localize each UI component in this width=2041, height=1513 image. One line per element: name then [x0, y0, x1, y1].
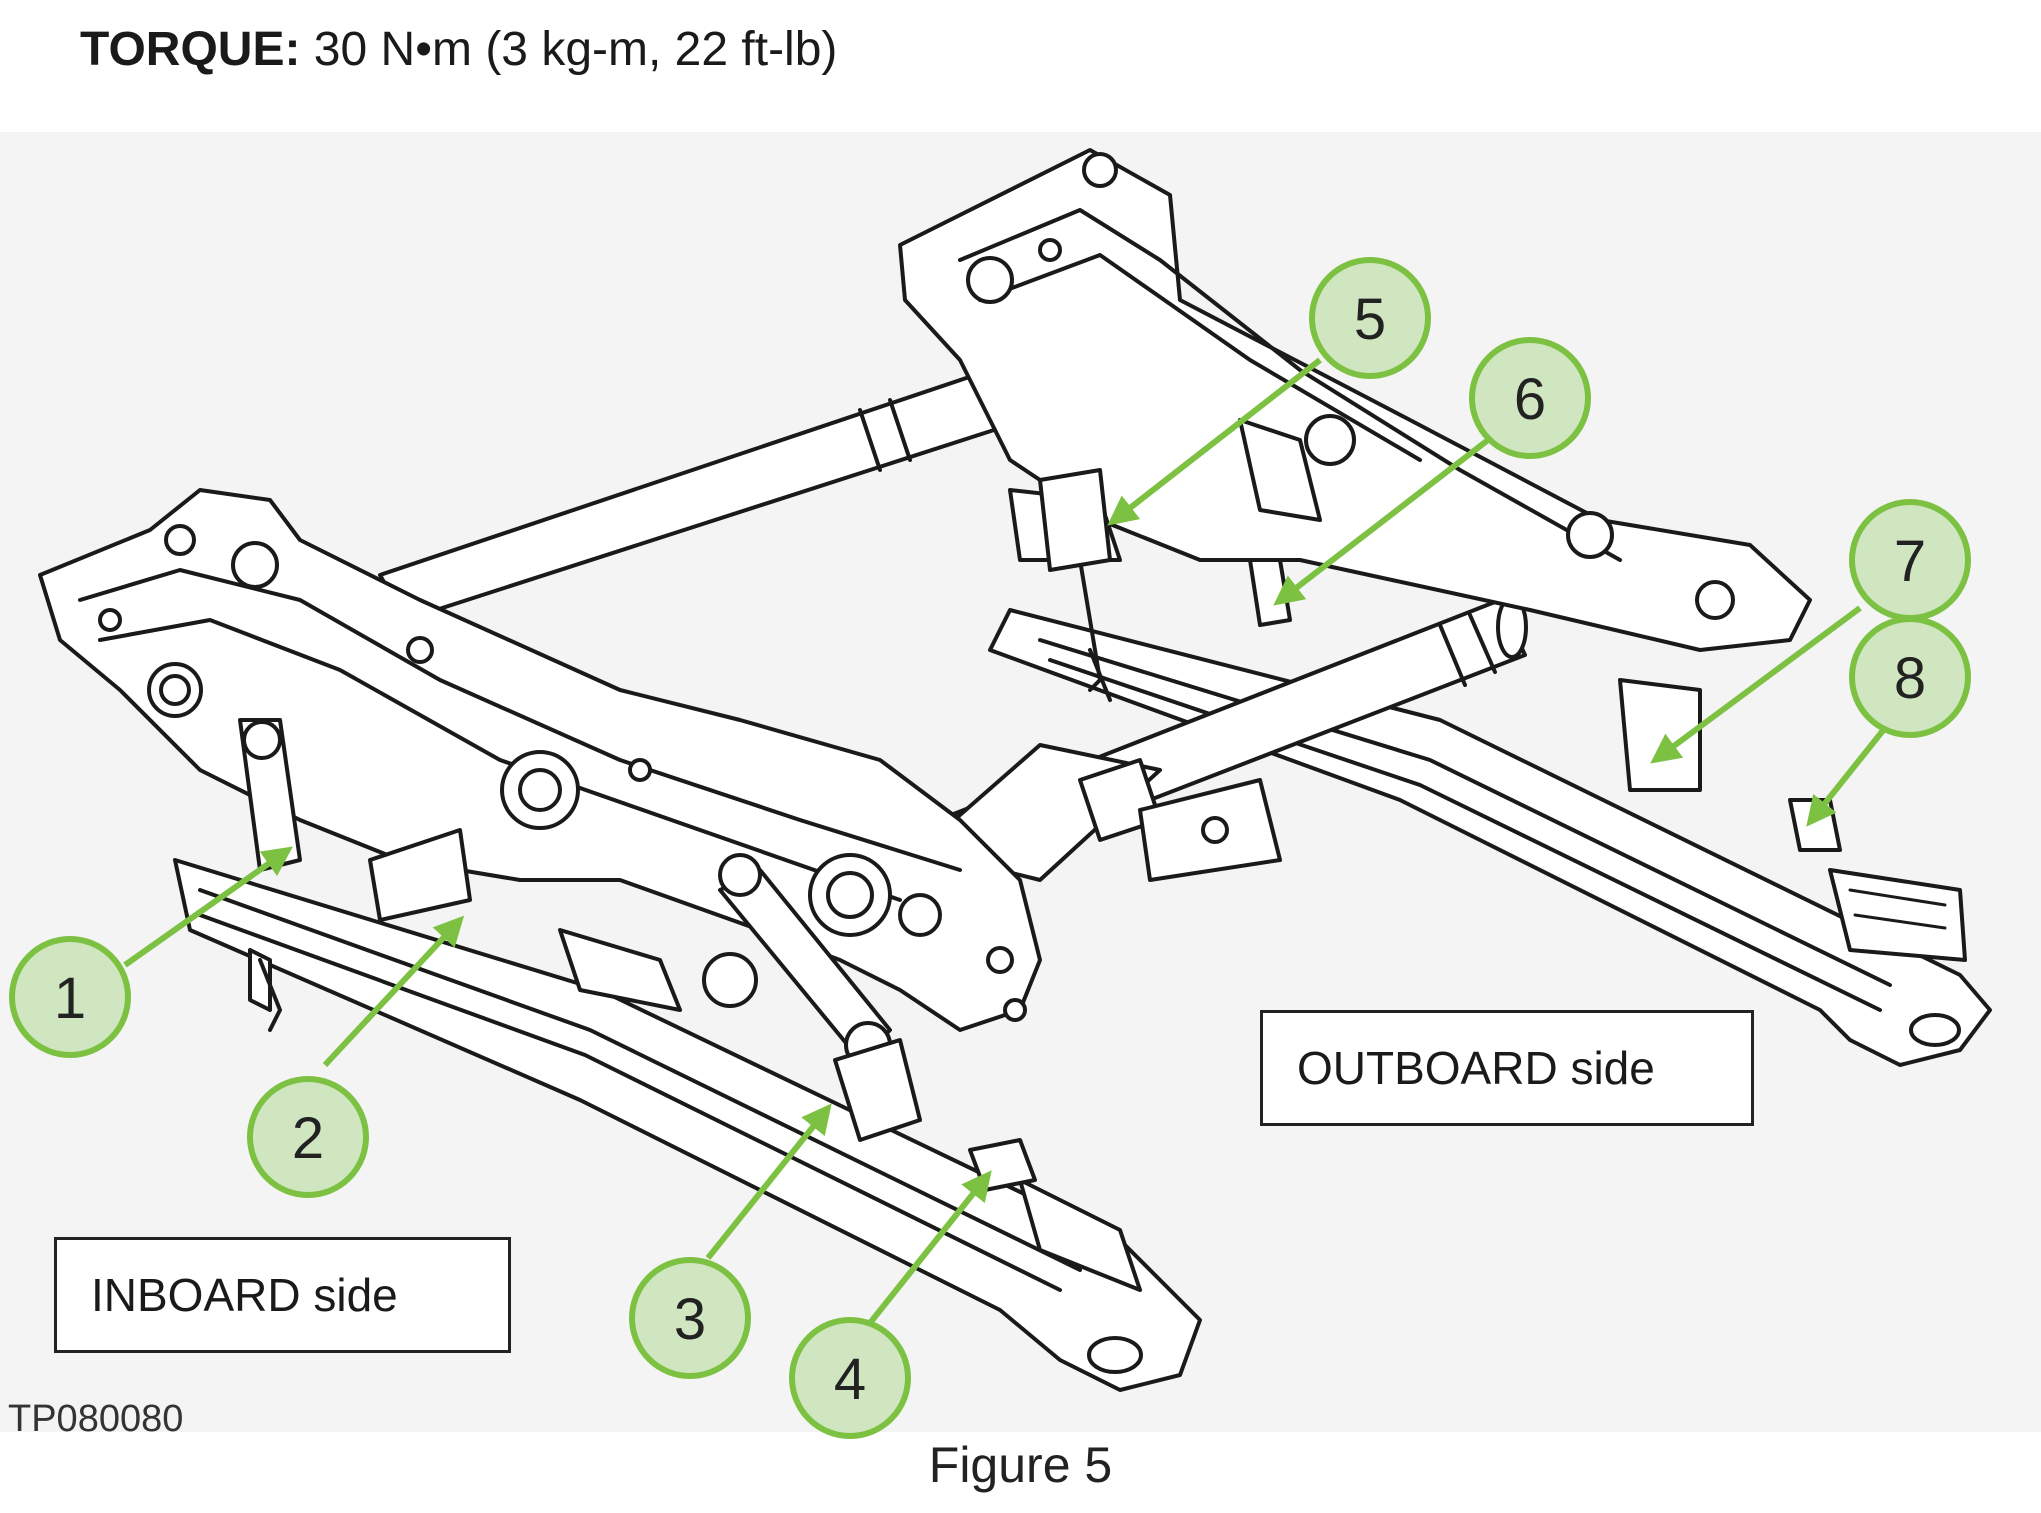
callout-1: 1 [9, 846, 293, 1058]
inboard-side-frame [38, 488, 1042, 1032]
inboard-side-label: INBOARD side [54, 1237, 511, 1353]
callout-2-number: 2 [292, 1106, 324, 1171]
torque-label: TORQUE: [80, 23, 301, 76]
callout-4-number: 4 [834, 1347, 866, 1412]
callout-3: 3 [629, 1103, 832, 1379]
callout-5: 5 [1107, 257, 1431, 526]
torque-spec: TORQUE: 30 N•m (3 kg-m, 22 ft-lb) [80, 18, 837, 82]
outboard-side-frame [898, 148, 1812, 692]
inboard-rail [173, 858, 1202, 1392]
callout-8-number: 8 [1894, 646, 1926, 711]
outboard-linkage [1038, 468, 1842, 882]
rear-cross-tube [378, 362, 1029, 622]
figure-caption: Figure 5 [928, 1437, 1113, 1493]
callout-8: 8 [1806, 616, 1971, 827]
callout-4: 4 [789, 1170, 992, 1439]
callout-7-number: 7 [1894, 529, 1926, 594]
torque-value: 30 N•m (3 kg-m, 22 ft-lb) [313, 23, 838, 76]
callout-6: 6 [1273, 337, 1591, 606]
callout-5-number: 5 [1354, 287, 1386, 352]
callout-6-number: 6 [1514, 367, 1546, 432]
callout-1-number: 1 [54, 966, 86, 1031]
outboard-rail [988, 608, 1992, 1067]
callouts: 1 2 3 4 5 6 7 [9, 257, 1971, 1439]
seat-frame-drawing [38, 148, 1992, 1392]
part-code: TP080080 [8, 1398, 184, 1440]
callout-2: 2 [247, 915, 465, 1198]
callout-3-number: 3 [674, 1287, 706, 1352]
outboard-side-label: OUTBOARD side [1260, 1010, 1754, 1126]
